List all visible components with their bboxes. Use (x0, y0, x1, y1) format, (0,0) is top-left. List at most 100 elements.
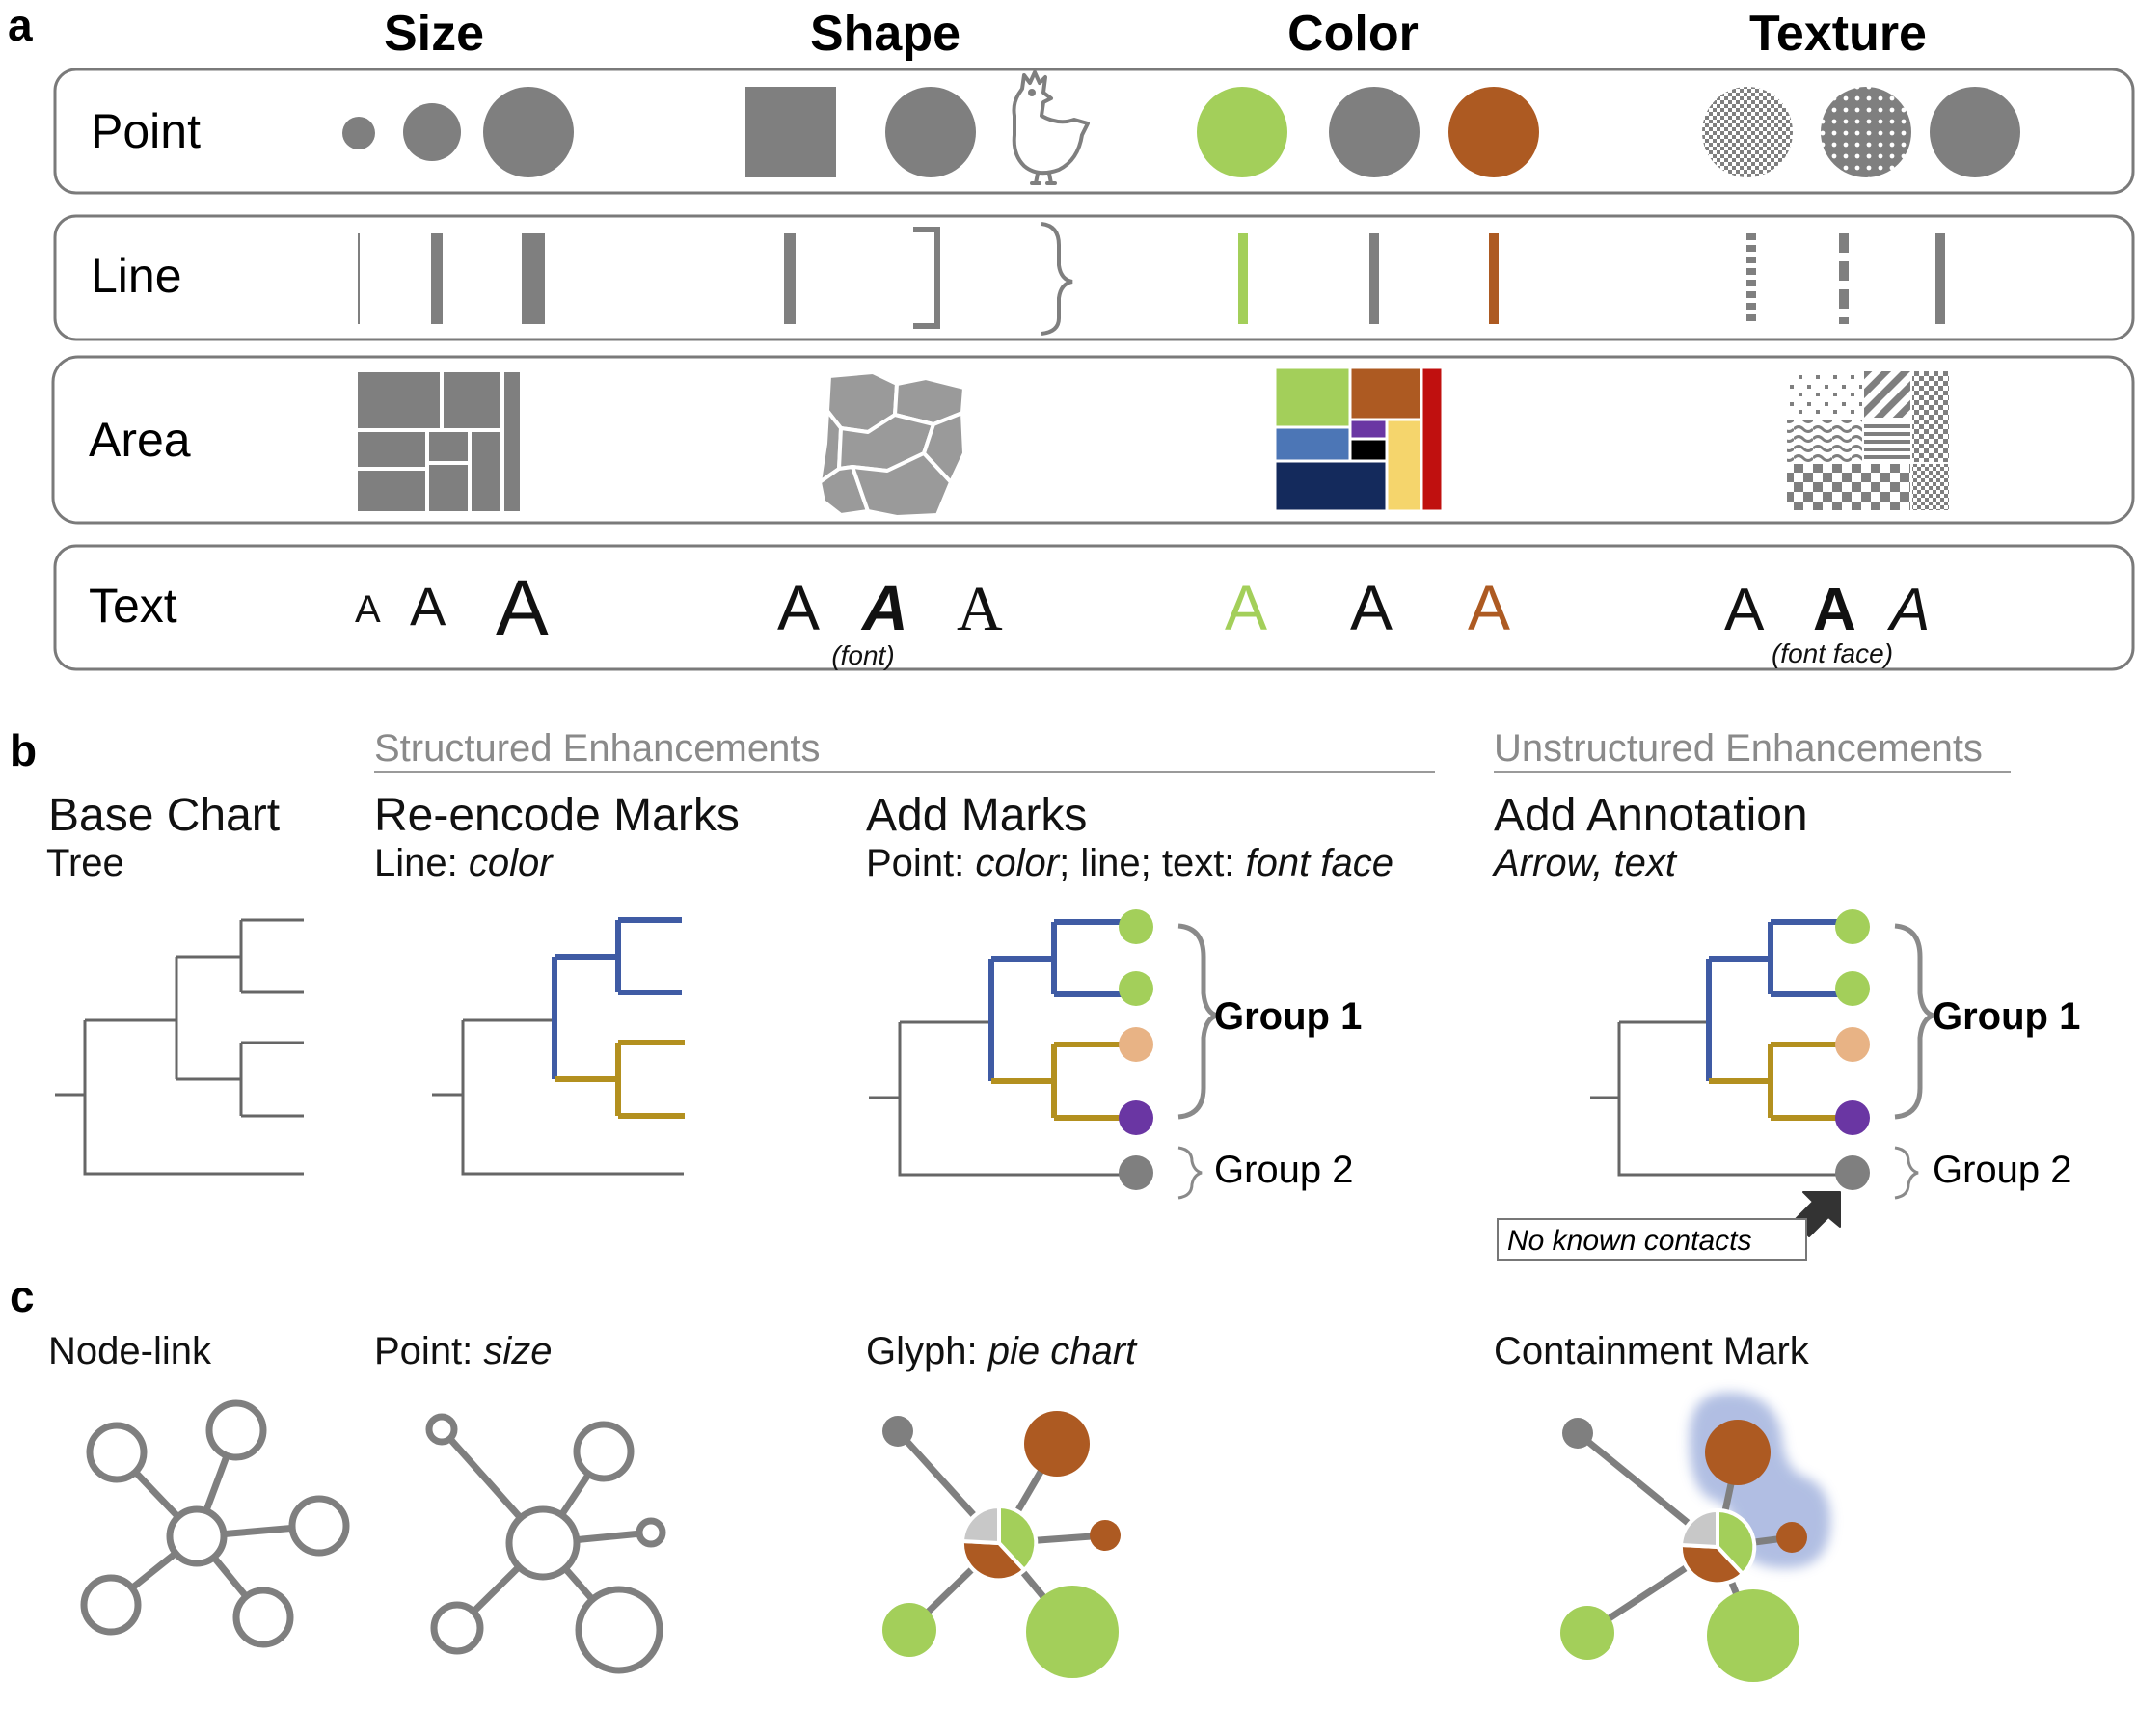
line-orange (1489, 233, 1499, 324)
annot-group2-label: Group 2 (1933, 1149, 2072, 1191)
point-medium (403, 103, 461, 161)
row-box-area (51, 355, 2135, 525)
glyph-pie (960, 1504, 1039, 1583)
line-texture-marks (1746, 233, 1945, 324)
column-header-size: Size (384, 6, 484, 62)
annotation-title: Add Annotation (1494, 790, 1808, 841)
base-tree (55, 918, 304, 1176)
reencode-tree (432, 917, 685, 1176)
row-label-area: Area (89, 413, 191, 467)
text-green: A (1225, 572, 1267, 643)
group1-brace (1177, 923, 1218, 1120)
row-label-line: Line (91, 249, 182, 303)
text-sans: A (777, 572, 820, 643)
annotation-note: No known contacts (1507, 1225, 1751, 1257)
annot-group1-brace (1894, 923, 1934, 1120)
annot-leaf-purple (1835, 1100, 1870, 1135)
line-solid (1935, 233, 1945, 324)
point-orange (1448, 87, 1539, 177)
structured-header: Structured Enhancements (374, 727, 820, 770)
line-thick (522, 233, 545, 324)
area-texture-treemap (1785, 369, 1951, 512)
point-shape-marks (745, 70, 1090, 185)
text-orange: A (1468, 572, 1510, 643)
column-headers: Size Shape Color Texture (384, 6, 1927, 62)
point-texture-fine (1702, 87, 1793, 177)
nodelink-title: Node-link (48, 1330, 212, 1372)
area-shape-map (818, 370, 966, 519)
area-color-treemap (1273, 366, 1445, 513)
line-brace (1041, 222, 1073, 336)
text-texture-marks: A A A (font face) (1724, 577, 1930, 668)
point-texture-marks (1702, 87, 2020, 177)
leaf-green-2 (1119, 971, 1153, 1006)
reencode-title: Re-encode Marks (374, 790, 740, 841)
font-face-note: (font face) (1772, 638, 1893, 668)
row-box-text (53, 544, 2135, 671)
glyph-title: Glyph: pie chart (866, 1330, 1138, 1372)
column-header-color: Color (1287, 6, 1419, 62)
line-thin (358, 233, 360, 324)
pointsize-graph (425, 1413, 666, 1674)
point-green (1197, 87, 1287, 177)
containment-graph (1560, 1392, 1831, 1682)
annotation-note-box (1497, 1218, 1807, 1261)
annot-group2-brace (1894, 1146, 1919, 1200)
annotation-tree (1590, 919, 1853, 1177)
text-large: A (496, 564, 549, 652)
point-texture-solid (1930, 87, 2020, 177)
annotation-points (1835, 909, 1870, 1190)
chicken-icon (1012, 70, 1090, 185)
panel-letter-b: b (10, 725, 37, 775)
panel-letter-a: a (8, 0, 33, 50)
base-chart-subtitle: Tree (46, 842, 124, 884)
area-size-treemap (354, 368, 524, 515)
text-small: A (355, 588, 381, 631)
row-box-point (53, 68, 2135, 195)
addmarks-title: Add Marks (866, 790, 1087, 841)
base-chart-title: Base Chart (48, 790, 280, 841)
text-size-marks: A A A (355, 564, 549, 652)
point-square (745, 87, 836, 177)
annotation-subtitle: Arrow, text (1492, 842, 1678, 884)
line-gray (1369, 233, 1379, 324)
annot-leaf-green-2 (1835, 971, 1870, 1006)
containment-title: Containment Mark (1494, 1330, 1810, 1372)
row-label-point: Point (91, 104, 201, 158)
line-size-marks (358, 233, 545, 324)
leaf-peach (1119, 1027, 1153, 1062)
text-script: A (860, 572, 908, 643)
text-black: A (1350, 572, 1393, 643)
point-gray (1329, 87, 1420, 177)
text-serif: A (957, 574, 1003, 644)
point-color-marks (1197, 87, 1539, 177)
addmarks-subtitle: Point: color; line; text: font face (866, 842, 1393, 884)
annot-leaf-green-1 (1835, 909, 1870, 944)
font-note: (font) (831, 640, 894, 670)
point-size-marks (342, 87, 574, 177)
group2-brace (1177, 1146, 1203, 1200)
leaf-purple (1119, 1100, 1153, 1135)
row-box-line (53, 214, 2135, 341)
leaf-gray (1119, 1155, 1153, 1190)
point-large (483, 87, 574, 177)
line-green (1238, 233, 1248, 324)
row-label-text: Text (89, 579, 177, 633)
line-shape-marks (784, 222, 1073, 336)
addmarks-points (1119, 909, 1153, 1190)
text-shape-marks: A A A (font) (777, 572, 1003, 670)
pointsize-title: Point: size (374, 1330, 553, 1372)
annot-group1-label: Group 1 (1933, 995, 2080, 1038)
column-header-texture: Texture (1749, 6, 1927, 62)
annot-leaf-gray (1835, 1155, 1870, 1190)
panel-letter-c: c (10, 1271, 35, 1321)
text-bold: A (1813, 577, 1856, 643)
group2-label: Group 2 (1214, 1149, 1354, 1191)
text-regular: A (1724, 577, 1765, 643)
line-straight (784, 233, 796, 324)
leaf-green-1 (1119, 909, 1153, 944)
point-texture-dots (1821, 87, 1911, 177)
containment-pie (1678, 1507, 1757, 1587)
unstructured-header: Unstructured Enhancements (1494, 727, 1983, 770)
